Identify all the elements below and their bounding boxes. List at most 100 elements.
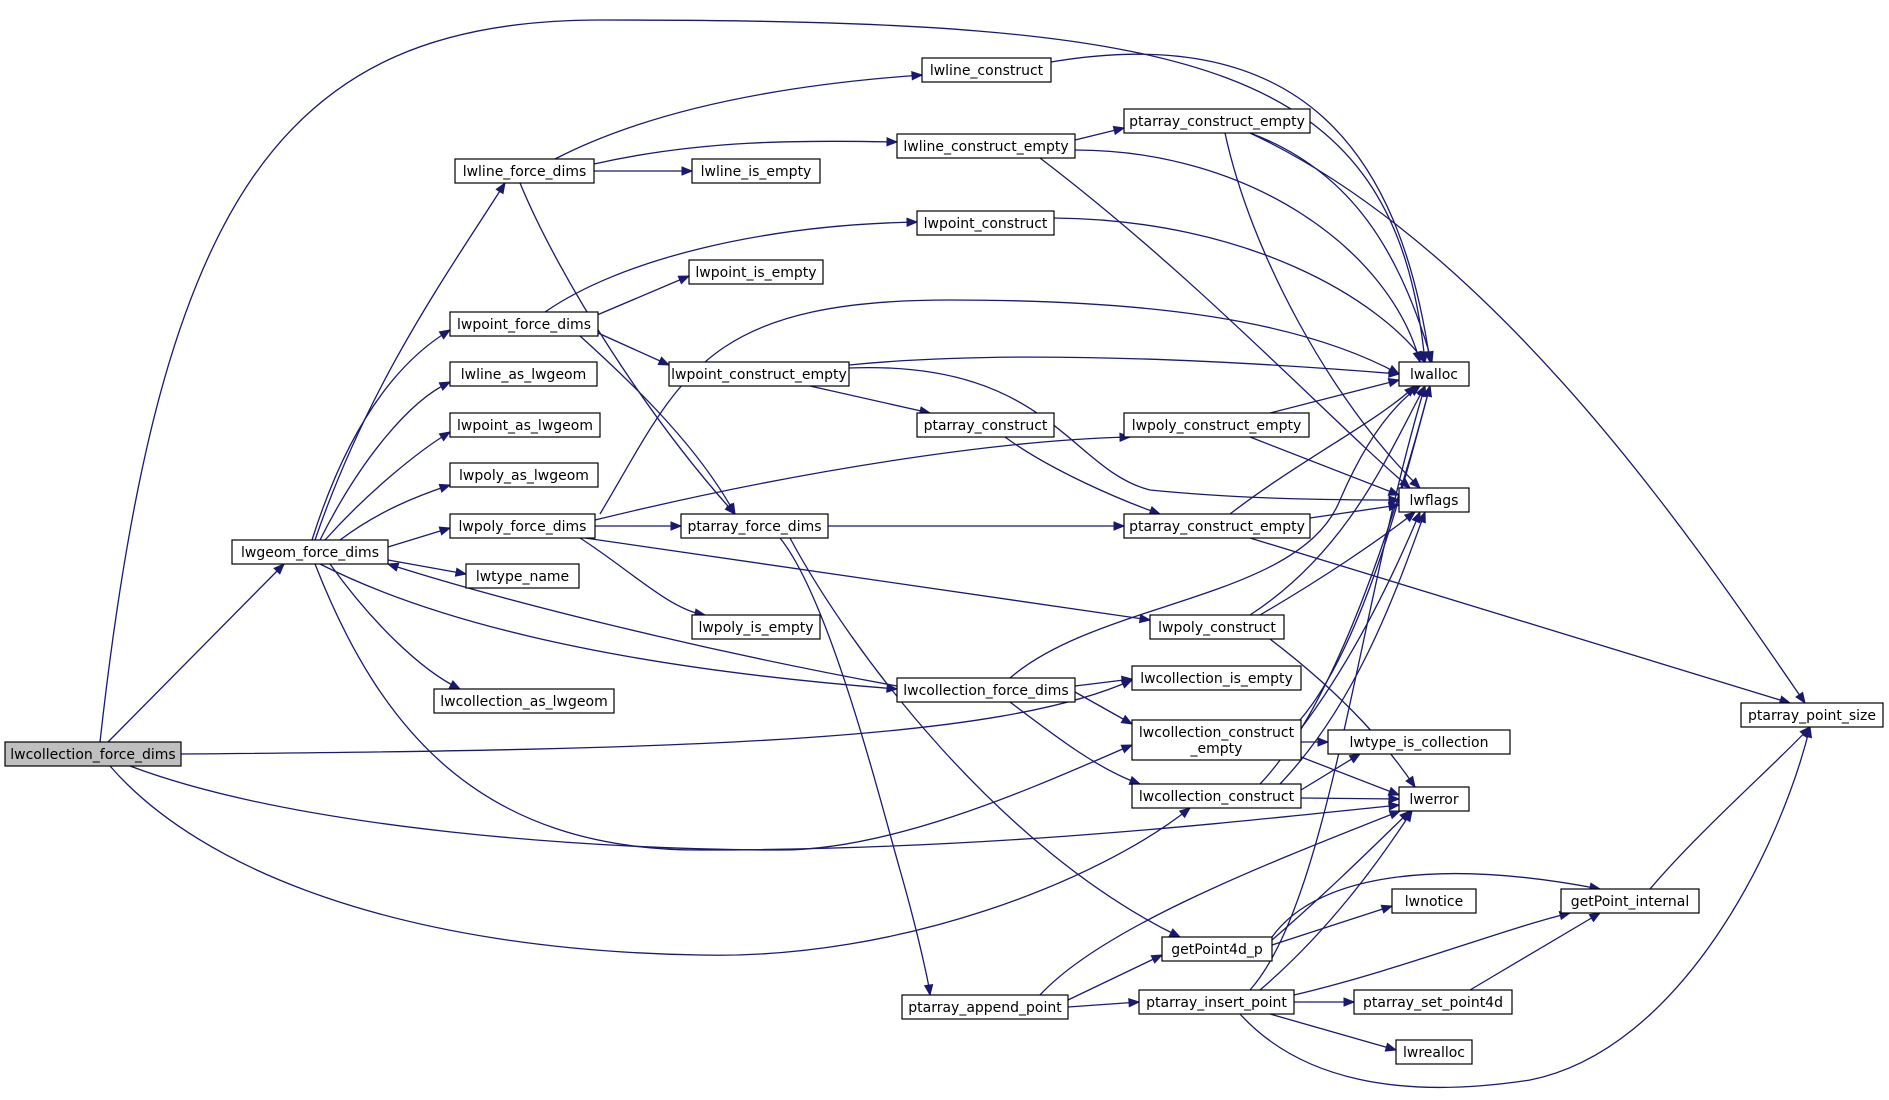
edge-lwpoint-construct-empty-to-ptarray-construct bbox=[809, 385, 931, 414]
node-lwcollection-force-dims[interactable]: lwcollection_force_dims bbox=[896, 677, 1076, 703]
node-lwcollection-construct[interactable]: lwcollection_construct bbox=[1131, 783, 1302, 809]
node-lwline-construct[interactable]: lwline_construct bbox=[921, 57, 1052, 83]
edge-ptarray-construct-to-ptarray-construct-empty bbox=[1004, 436, 1161, 515]
node-lwcollection-force-dims-root[interactable]: lwcollection_force_dims bbox=[4, 741, 182, 767]
node-ptarray-construct-empty-top[interactable]: ptarray_construct_empty bbox=[1123, 108, 1311, 134]
node-box bbox=[688, 259, 824, 285]
arrowhead bbox=[886, 137, 899, 147]
node-box bbox=[1327, 729, 1511, 755]
node-lwerror[interactable]: lwerror bbox=[1398, 786, 1470, 812]
node-label: ptarray_construct_empty bbox=[1129, 519, 1305, 535]
node-lwtype-is-collection[interactable]: lwtype_is_collection bbox=[1327, 729, 1511, 755]
arrowhead bbox=[1409, 477, 1421, 489]
node-getpoint-internal[interactable]: getPoint_internal bbox=[1560, 888, 1700, 914]
arrowhead bbox=[1387, 364, 1401, 375]
edge-lwgeom-force-dims-to-lwline-force-dims bbox=[314, 182, 506, 541]
node-label: ptarray_force_dims bbox=[687, 519, 821, 535]
node-lwpoint-is-empty[interactable]: lwpoint_is_empty bbox=[688, 259, 824, 285]
node-ptarray-force-dims[interactable]: ptarray_force_dims bbox=[680, 513, 829, 539]
node-lwcollection-as-lwgeom[interactable]: lwcollection_as_lwgeom bbox=[433, 688, 615, 714]
edge-lwcollection-construct-to-lwerror bbox=[1300, 797, 1400, 800]
arrowhead bbox=[1388, 810, 1402, 820]
arrowhead bbox=[1588, 912, 1602, 923]
edge-lwgeom-force-dims-to-lwpoly-force-dims bbox=[387, 527, 451, 548]
node-ptarray-point-size[interactable]: ptarray_point_size bbox=[1740, 702, 1884, 728]
arrowhead bbox=[438, 431, 452, 442]
arrowhead bbox=[1150, 954, 1164, 964]
node-label: lwnotice bbox=[1405, 894, 1463, 910]
edge-ptarray-force-dims-to-getpoint4d-p bbox=[789, 537, 1181, 938]
edge-lwpoly-construct-to-lwflags bbox=[1259, 511, 1416, 616]
arrowhead bbox=[1388, 801, 1401, 811]
node-label: lwline_as_lwgeom bbox=[461, 367, 587, 383]
node-ptarray-construct[interactable]: ptarray_construct bbox=[916, 412, 1055, 438]
arrowhead bbox=[1405, 775, 1416, 789]
node-lwcollection-is-empty[interactable]: lwcollection_is_empty bbox=[1131, 665, 1302, 691]
arrowhead bbox=[438, 381, 452, 391]
node-lwnotice[interactable]: lwnotice bbox=[1391, 888, 1477, 914]
node-label: ptarray_insert_point bbox=[1146, 995, 1287, 1011]
edge-lwcollection-force-dims-root-to-lwalloc bbox=[99, 19, 1426, 743]
edge-lwgeom-force-dims-to-lwpoint-as-lwgeom bbox=[324, 431, 451, 541]
node-lwpoly-force-dims[interactable]: lwpoly_force_dims bbox=[449, 513, 596, 539]
edge-lwgeom-force-dims-to-lwline-as-lwgeom bbox=[319, 381, 451, 541]
node-lwflags[interactable]: lwflags bbox=[1398, 487, 1470, 513]
edge-ptarray-set-point4d-to-getpoint-internal bbox=[1469, 912, 1601, 991]
edge-lwline-force-dims-to-lwline-construct-empty bbox=[593, 140, 898, 165]
node-box bbox=[449, 513, 596, 539]
node-label: lwtype_name bbox=[476, 569, 569, 585]
node-box bbox=[680, 513, 829, 539]
edge-lwpoly-construct-empty-to-lwalloc bbox=[1269, 379, 1400, 414]
node-label: ptarray_append_point bbox=[908, 1000, 1062, 1016]
node-lwpoly-is-empty[interactable]: lwpoly_is_empty bbox=[691, 614, 821, 640]
edge-getpoint-internal-to-ptarray-point-size bbox=[1649, 726, 1811, 890]
node-lwline-construct-empty[interactable]: lwline_construct_empty bbox=[896, 133, 1076, 159]
node-lwpoint-force-dims[interactable]: lwpoint_force_dims bbox=[449, 311, 599, 337]
edge-lwpoly-force-dims-to-lwpoly-construct bbox=[584, 537, 1151, 621]
edge-lwcollection-force-dims-to-lwgeom-force-dims bbox=[387, 563, 898, 687]
node-lwpoint-construct-empty[interactable]: lwpoint_construct_empty bbox=[668, 361, 850, 387]
node-lwline-as-lwgeom[interactable]: lwline_as_lwgeom bbox=[449, 361, 598, 387]
edge-lwpoly-force-dims-to-lwalloc bbox=[599, 299, 1400, 515]
edge-ptarray-append-point-to-ptarray-insert-point bbox=[1067, 1001, 1140, 1008]
node-lwpoly-as-lwgeom[interactable]: lwpoly_as_lwgeom bbox=[449, 462, 599, 488]
node-lwcollection-construct-empty[interactable]: lwcollection_construct_empty bbox=[1131, 719, 1302, 761]
node-lwpoly-construct-empty[interactable]: lwpoly_construct_empty bbox=[1123, 412, 1310, 438]
node-lwrealloc[interactable]: lwrealloc bbox=[1395, 1039, 1473, 1065]
node-box bbox=[1353, 989, 1513, 1015]
node-ptarray-append-point[interactable]: ptarray_append_point bbox=[901, 994, 1069, 1020]
arrowhead bbox=[438, 483, 452, 493]
edge-ptarray-construct-empty-to-lwalloc bbox=[1229, 385, 1416, 515]
edge-lwcollection-construct-to-lwtype-is-collection bbox=[1300, 753, 1361, 791]
edge-lwpoly-force-dims-to-lwpoly-is-empty bbox=[579, 537, 706, 616]
node-box bbox=[1560, 888, 1700, 914]
node-lwalloc[interactable]: lwalloc bbox=[1398, 361, 1470, 387]
node-lwpoint-construct[interactable]: lwpoint_construct bbox=[916, 210, 1055, 236]
node-box bbox=[921, 57, 1052, 83]
node-label: lwcollection_as_lwgeom bbox=[440, 694, 607, 710]
edge-lwgeom-force-dims-to-lwpoly-as-lwgeom bbox=[339, 484, 451, 541]
node-lwpoint-as-lwgeom[interactable]: lwpoint_as_lwgeom bbox=[449, 412, 601, 438]
node-box bbox=[691, 614, 821, 640]
arrowhead bbox=[1384, 1042, 1398, 1052]
edge-lwpoly-force-dims-to-lwpoly-construct-empty bbox=[594, 436, 1131, 521]
edge-getpoint4d-p-to-lwnotice bbox=[1271, 905, 1393, 946]
node-ptarray-insert-point[interactable]: ptarray_insert_point bbox=[1138, 989, 1295, 1015]
node-ptarray-construct-empty[interactable]: ptarray_construct_empty bbox=[1123, 513, 1311, 539]
arrowhead bbox=[670, 521, 683, 531]
node-label: lwline_force_dims bbox=[463, 164, 587, 180]
node-lwgeom-force-dims[interactable]: lwgeom_force_dims bbox=[231, 539, 389, 565]
arrowhead bbox=[386, 562, 400, 572]
node-lwline-force-dims[interactable]: lwline_force_dims bbox=[454, 158, 595, 184]
node-label: lwpoly_as_lwgeom bbox=[459, 468, 589, 484]
edge-ptarray-construct-empty-to-ptarray-point-size bbox=[1249, 537, 1791, 704]
arrowhead bbox=[1795, 691, 1806, 705]
node-box bbox=[916, 210, 1055, 236]
node-lwline-is-empty[interactable]: lwline_is_empty bbox=[691, 158, 821, 184]
node-lwpoly-construct[interactable]: lwpoly_construct bbox=[1149, 614, 1285, 640]
edge-lwpoint-construct-empty-to-lwflags bbox=[848, 367, 1400, 501]
node-lwtype-name[interactable]: lwtype_name bbox=[465, 563, 580, 589]
edge-ptarray-force-dims-to-ptarray-append-point bbox=[779, 537, 931, 996]
node-getpoint4d-p[interactable]: getPoint4d_p bbox=[1161, 936, 1273, 962]
node-ptarray-set-point4d[interactable]: ptarray_set_point4d bbox=[1353, 989, 1513, 1015]
